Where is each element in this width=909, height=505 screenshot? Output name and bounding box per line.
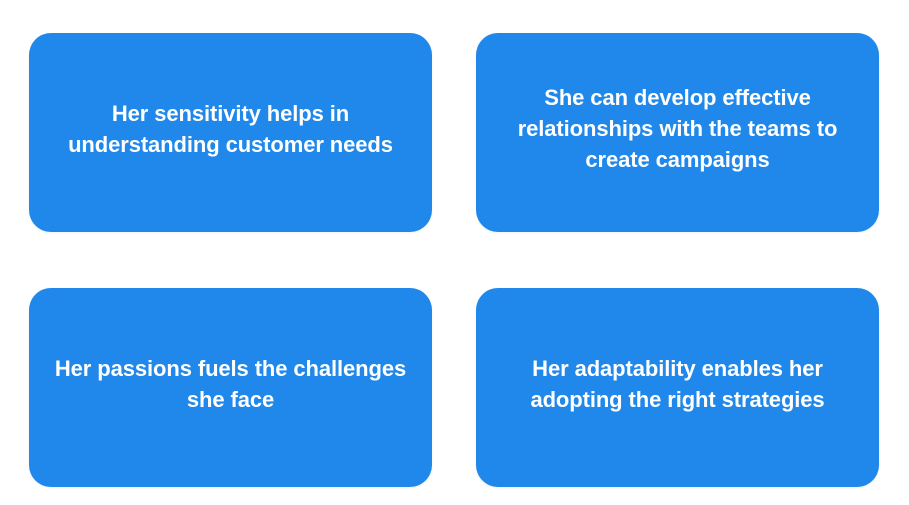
card-passion-text: Her passions fuels the challenges she fa…	[54, 355, 407, 412]
card-passion[interactable]: Her passions fuels the challenges she fa…	[29, 288, 432, 487]
card-adaptability-text: Her adaptability enables her adopting th…	[530, 355, 825, 412]
card-relationships[interactable]: She can develop effective relationships …	[476, 33, 879, 232]
card-grid: Her sensitivity helps in understanding c…	[29, 33, 879, 487]
card-sensitivity[interactable]: Her sensitivity helps in understanding c…	[29, 33, 432, 232]
card-adaptability[interactable]: Her adaptability enables her adopting th…	[476, 288, 879, 487]
card-sensitivity-text: Her sensitivity helps in understanding c…	[68, 100, 393, 157]
card-relationships-text: She can develop effective relationships …	[517, 85, 838, 172]
